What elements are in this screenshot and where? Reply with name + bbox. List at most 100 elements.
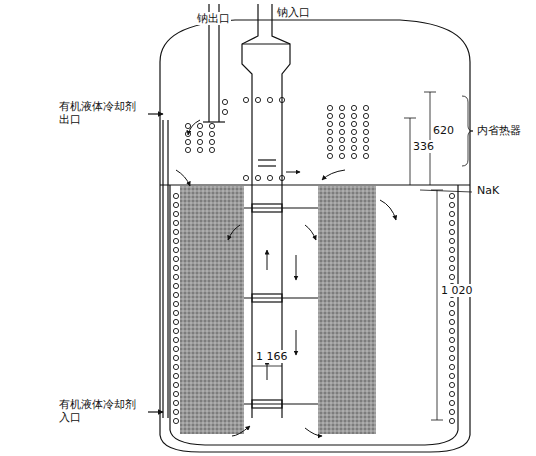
tube-hole xyxy=(449,310,454,315)
tube-hole xyxy=(173,355,178,360)
tube-hole xyxy=(449,265,454,270)
dimension: 1 020 xyxy=(440,284,474,297)
tube-hole xyxy=(449,346,454,351)
tube-hole xyxy=(255,97,260,102)
coil-tubes xyxy=(173,97,454,423)
tube-hole xyxy=(173,382,178,387)
tube-hole xyxy=(449,319,454,324)
tube-hole xyxy=(449,238,454,243)
outlet-label: 钠出口 xyxy=(196,12,231,25)
tube-hole xyxy=(255,175,260,180)
alloy-label: NaK xyxy=(476,184,500,197)
tube-hole xyxy=(243,97,248,102)
tube-hole xyxy=(351,145,356,150)
tube-hole xyxy=(363,145,368,150)
coolant-pipe xyxy=(163,120,168,418)
tube-hole xyxy=(197,147,202,152)
tube-hole xyxy=(351,153,356,158)
tube-hole xyxy=(449,337,454,342)
tube-hole xyxy=(327,137,332,142)
tube-hole xyxy=(173,409,178,414)
tube-spacers xyxy=(244,160,318,408)
tube-hole xyxy=(279,175,284,180)
tube-hole xyxy=(449,328,454,333)
tube-hole xyxy=(173,346,178,351)
tube-hole xyxy=(173,256,178,261)
tube-hole xyxy=(173,283,178,288)
tube-hole xyxy=(209,147,214,152)
sodium-inlet-pipe xyxy=(242,4,290,418)
dimension: 336 xyxy=(412,140,435,153)
tube-hole xyxy=(449,400,454,405)
tube-hole xyxy=(363,121,368,126)
inner-liner xyxy=(170,185,458,445)
tube-hole xyxy=(449,202,454,207)
tube-hole xyxy=(327,153,332,158)
tube-hole xyxy=(173,292,178,297)
tube-hole xyxy=(173,193,178,198)
tube-hole xyxy=(449,355,454,360)
dimension: 620 xyxy=(432,124,455,137)
tube-hole xyxy=(267,175,272,180)
tube-hole xyxy=(209,131,214,136)
tube-hole xyxy=(173,238,178,243)
tube-hole xyxy=(173,328,178,333)
coolant-outlet-label: 有机液体冷却剂出口 xyxy=(58,100,144,126)
tube-hole xyxy=(449,247,454,252)
core-block xyxy=(318,186,376,434)
tube-hole xyxy=(363,129,368,134)
tube-hole xyxy=(173,418,178,423)
nak-level xyxy=(160,184,470,185)
tube-hole xyxy=(351,105,356,110)
tube-hole xyxy=(209,139,214,144)
tube-hole xyxy=(363,105,368,110)
tube-hole xyxy=(327,113,332,118)
tube-hole xyxy=(351,137,356,142)
tube-hole xyxy=(173,373,178,378)
tube-hole xyxy=(185,131,190,136)
tube-hole xyxy=(449,301,454,306)
tube-hole xyxy=(339,153,344,158)
tube-hole xyxy=(185,147,190,152)
tube-hole xyxy=(185,139,190,144)
tube-hole xyxy=(449,193,454,198)
tube-hole xyxy=(449,274,454,279)
dimension: 1 166 xyxy=(255,350,289,363)
tube-hole xyxy=(197,139,202,144)
tube-hole xyxy=(327,129,332,134)
tube-hole xyxy=(449,373,454,378)
tube-hole xyxy=(173,229,178,234)
tube-hole xyxy=(173,211,178,216)
inlet-leader xyxy=(148,411,163,412)
dimension-lines xyxy=(252,92,473,420)
outlet-leader xyxy=(148,113,163,114)
tube-hole xyxy=(173,202,178,207)
tube-hole xyxy=(449,211,454,216)
tube-hole xyxy=(243,175,248,180)
tube-hole xyxy=(222,109,227,114)
tube-hole xyxy=(339,105,344,110)
tube-hole xyxy=(327,121,332,126)
tube-hole xyxy=(173,391,178,396)
tube-hole xyxy=(327,105,332,110)
tube-hole xyxy=(279,97,284,102)
tube-hole xyxy=(173,265,178,270)
tube-hole xyxy=(363,137,368,142)
tube-hole xyxy=(339,121,344,126)
tube-hole xyxy=(173,220,178,225)
tube-hole xyxy=(363,153,368,158)
tube-hole xyxy=(449,220,454,225)
tube-hole xyxy=(173,319,178,324)
tube-hole xyxy=(351,129,356,134)
vessel-shell xyxy=(160,20,470,452)
outlet-pipe-end xyxy=(203,121,225,122)
tube-hole xyxy=(339,113,344,118)
tube-hole xyxy=(222,99,227,104)
heat-exchanger-label: 内省热器 xyxy=(476,124,522,137)
tube-hole xyxy=(449,391,454,396)
tube-hole xyxy=(173,301,178,306)
tube-hole xyxy=(339,137,344,142)
tube-hole xyxy=(197,123,202,128)
tube-hole xyxy=(351,113,356,118)
